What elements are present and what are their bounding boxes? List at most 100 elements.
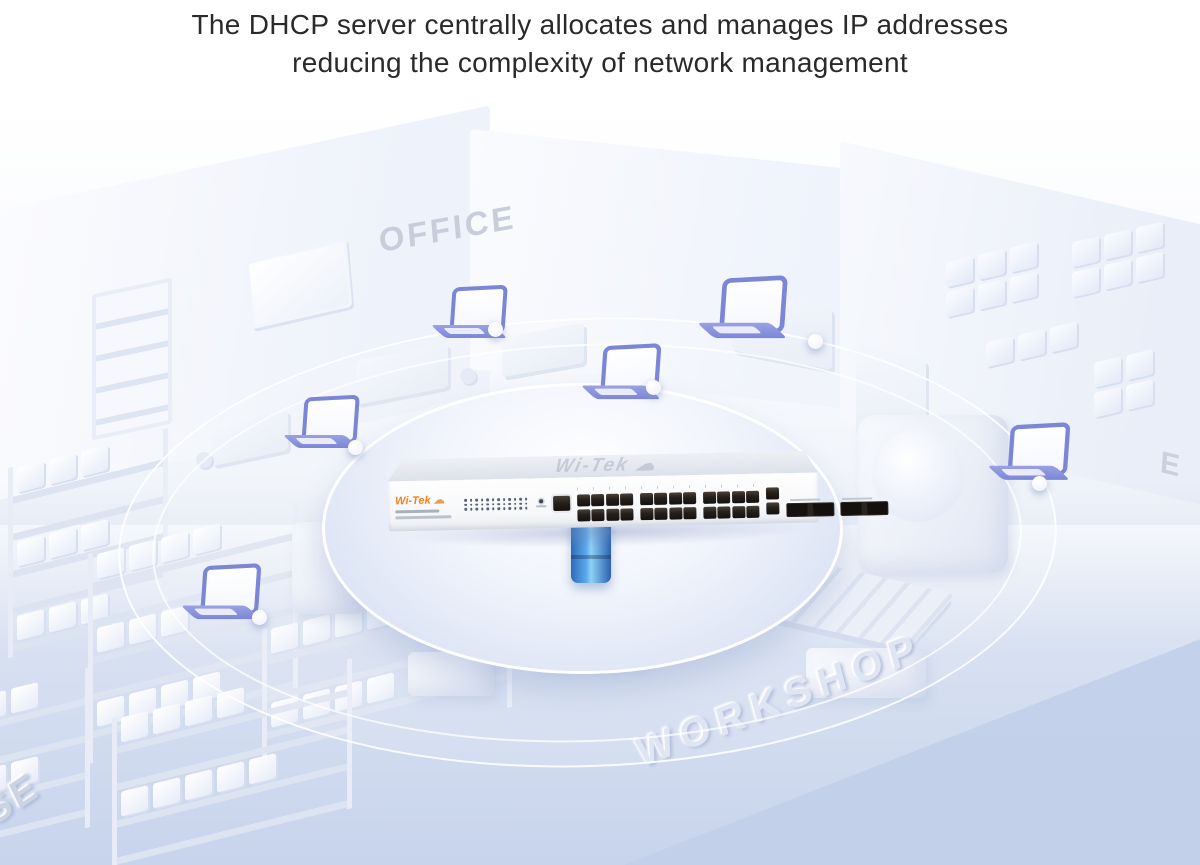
- rj45-port: [591, 508, 605, 522]
- led-dot: [486, 498, 489, 502]
- led-dot: [513, 498, 517, 501]
- led-dot: [475, 503, 478, 506]
- led-dot: [491, 507, 495, 511]
- led-indicator-matrix: [464, 497, 529, 511]
- led-dot: [502, 498, 506, 501]
- led-dot: [486, 507, 489, 511]
- rj45-port: [576, 494, 590, 507]
- workbench-illustration: [806, 648, 926, 698]
- led-dot: [513, 502, 517, 506]
- page-title: The DHCP server centrally allocates and …: [0, 6, 1200, 82]
- rj45-port: [682, 492, 697, 505]
- rj45-port: [702, 506, 717, 519]
- rj45-port: [668, 507, 683, 520]
- led-dot: [519, 502, 522, 506]
- brand-logo: Wi-Tek ☁: [394, 493, 445, 507]
- led-dot: [475, 498, 478, 502]
- laptop-client: [580, 343, 664, 406]
- led-dot: [464, 499, 467, 502]
- laptop-base: [180, 605, 261, 620]
- led-dot: [469, 507, 473, 511]
- laptop-base: [987, 465, 1070, 480]
- connection-node: [1032, 476, 1047, 491]
- led-dot: [480, 507, 484, 511]
- reset-dot: [538, 499, 543, 504]
- rj45-port: [746, 505, 760, 518]
- connection-node: [252, 610, 267, 625]
- rj45-port: [576, 509, 591, 522]
- shelf-rack-illustration: [0, 667, 90, 857]
- bookshelf-illustration: [92, 277, 172, 441]
- reset-button: [535, 499, 546, 508]
- sfp-cage: [786, 502, 835, 518]
- uplink-port-block: [765, 483, 780, 515]
- sfp-slot-block: [786, 477, 889, 518]
- connection-node: [808, 334, 823, 349]
- led-dot: [513, 507, 517, 510]
- led-dot: [464, 508, 467, 511]
- sfp-cage: [840, 501, 889, 517]
- led-dot: [486, 503, 489, 506]
- rj45-port: [605, 493, 619, 506]
- rj45-port: [619, 493, 634, 506]
- led-dot: [497, 507, 500, 510]
- rj45-port-row-top: [576, 490, 760, 507]
- rj45-port: [605, 508, 620, 521]
- led-dot: [519, 506, 522, 510]
- chair-illustration: [196, 452, 212, 468]
- led-dot: [480, 498, 484, 502]
- title-line-1: The DHCP server centrally allocates and …: [191, 9, 1009, 40]
- reset-label-bar: [535, 505, 546, 508]
- switch-brand-block: Wi-Tek ☁: [395, 493, 458, 519]
- led-dot: [508, 498, 511, 501]
- led-dot: [491, 503, 495, 506]
- uplink-port: [766, 501, 780, 515]
- title-line-2: reducing the complexity of network manag…: [292, 47, 908, 78]
- switch-top-watermark: Wi-Tek ☁: [553, 453, 660, 478]
- rj45-port: [639, 507, 654, 521]
- connection-node: [488, 322, 503, 337]
- rj45-port: [716, 491, 731, 504]
- network-switch: Wi-Tek ☁ Wi-Tek ☁: [387, 451, 889, 552]
- rj45-port: [591, 493, 605, 507]
- model-text-bar: [395, 514, 452, 519]
- right-room-partial-label: E: [1159, 445, 1181, 484]
- rj45-port: [745, 490, 760, 504]
- cloud-icon: ☁: [430, 493, 445, 507]
- rj45-port: [683, 507, 697, 520]
- switch-front-panel: Wi-Tek ☁: [387, 472, 889, 532]
- rj45-port: [668, 492, 682, 505]
- led-dot: [519, 497, 522, 501]
- rj45-port: [653, 492, 668, 505]
- led-dot: [475, 507, 478, 511]
- rj45-port-row-bottom: [576, 505, 760, 522]
- rj45-port-block: [576, 480, 760, 522]
- connection-node: [348, 440, 363, 455]
- rj45-port: [717, 506, 731, 519]
- led-dot: [508, 507, 511, 510]
- led-dot: [491, 498, 495, 502]
- chair-illustration: [460, 368, 476, 384]
- rj45-port: [731, 506, 746, 519]
- connection-node: [646, 380, 661, 395]
- port-number-ticks: [576, 483, 759, 491]
- rj45-port: [639, 492, 653, 506]
- laptop-base: [697, 322, 788, 339]
- rj45-port: [731, 491, 745, 504]
- laptop-client: [697, 275, 791, 345]
- led-dot: [469, 503, 473, 507]
- led-dot: [497, 498, 500, 501]
- led-dot: [524, 502, 528, 505]
- rj45-port: [702, 491, 716, 504]
- led-dot: [502, 507, 506, 510]
- console-port: [552, 495, 570, 511]
- rj45-port: [620, 508, 634, 521]
- led-dot: [524, 506, 528, 510]
- led-dot: [524, 497, 528, 501]
- led-dot: [508, 502, 511, 506]
- led-dot: [502, 502, 506, 506]
- led-dot: [464, 503, 467, 507]
- rj45-port: [654, 507, 668, 520]
- led-dot: [497, 502, 500, 506]
